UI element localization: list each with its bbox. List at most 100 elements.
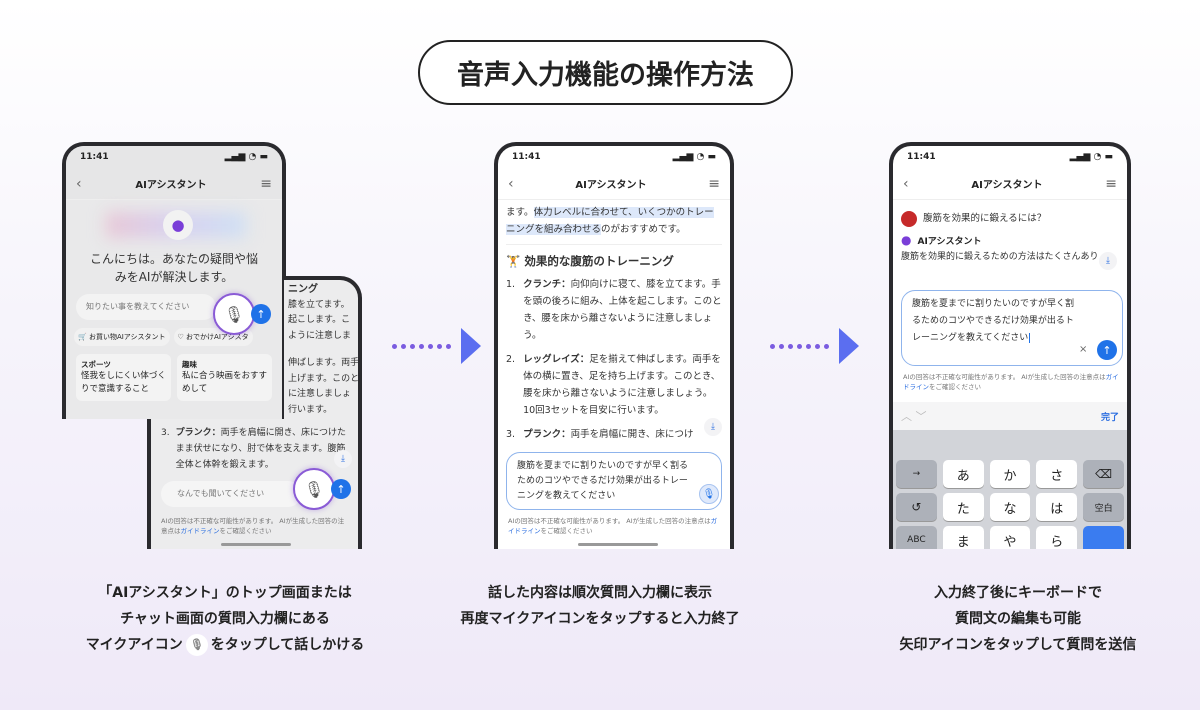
assistant-name: AIアシスタント: [917, 236, 982, 247]
key-space[interactable]: 空白: [1083, 493, 1124, 521]
list-item: 3.プランク：両手を肩幅に開き、床につけ: [506, 429, 694, 440]
input-placeholder: なんでも聞いてください: [177, 489, 265, 498]
caption-line: マイクアイコン: [85, 637, 183, 653]
download-icon[interactable]: ⤓: [704, 418, 722, 436]
line: 行います。: [288, 404, 333, 415]
phone-chat-screen: [284, 276, 362, 419]
line: 上げます。このと: [288, 373, 358, 384]
caption-line: をタップして話しかける: [210, 637, 365, 653]
caption-line: 入力終了後にキーボードで: [934, 585, 1102, 601]
suggestion-card[interactable]: 趣味私に合う映画をおすすめして: [177, 354, 272, 401]
phone-top-screen: 11:41▂▄▆ ◔ ▬ ‹AIアシスタント≡ ● こんにちは。あなたの疑問や悩…: [62, 142, 286, 419]
keyboard-toolbar: ︿ ﹀ 完了: [893, 402, 1127, 430]
phone-keyboard-edit: 11:41▂▄▆ ◔ ▬ ‹AIアシスタント≡ 腹筋を効果的に鍛えるには？ ●A…: [889, 142, 1131, 549]
key-abc[interactable]: ABC: [896, 526, 937, 549]
user-avatar: [901, 210, 917, 227]
status-time: 11:41: [907, 152, 936, 162]
item-title: プランク：: [175, 428, 221, 438]
key[interactable]: ら: [1036, 526, 1078, 549]
mic-icon: 🎙: [185, 634, 208, 656]
input-text: 腹筋を夏までに割りたいのですが早く割るためのコツやできるだけ効果が出るトレーニン…: [912, 299, 1075, 343]
greeting: こんにちは。あなたの疑問や悩みをAIが解決します。: [89, 252, 258, 284]
back-icon[interactable]: ‹: [903, 175, 909, 192]
guideline-link[interactable]: ガイドライン: [508, 517, 718, 535]
key[interactable]: →: [896, 460, 937, 488]
input-text: 腹筋を夏までに割りたいのですが早く割るためのコツやできるだけ効果が出るトレーニン…: [517, 461, 689, 501]
question-input[interactable]: 知りたい事を教えてください: [76, 294, 216, 320]
chip-shopping[interactable]: 🛒 お買い物AIアシスタント: [74, 328, 170, 346]
hero: ●: [66, 200, 282, 250]
key[interactable]: さ: [1036, 460, 1078, 488]
send-button[interactable]: ↑: [1097, 340, 1117, 360]
download-icon[interactable]: ⤓: [1099, 252, 1117, 270]
nav-title: AIアシスタント: [575, 180, 647, 191]
key[interactable]: か: [989, 460, 1031, 488]
done-button[interactable]: 完了: [1100, 412, 1119, 423]
text-cursor: [1029, 333, 1031, 343]
card-body: 私に合う映画をおすすめして: [182, 371, 268, 394]
back-icon[interactable]: ‹: [508, 175, 514, 192]
mic-button[interactable]: 🎙: [213, 293, 255, 335]
caption-line: 質問文の編集も可能: [955, 611, 1081, 627]
disclaimer: AIの回答は不正確な可能性があります。 AIが生成した回答の注意点はガイドライン…: [161, 517, 345, 535]
line: 伸ばします。両手: [288, 358, 358, 368]
caption-step-2: 話した内容は順次質問入力欄に表示 再度マイクアイコンをタップすると入力終了: [420, 580, 780, 632]
key[interactable]: や: [989, 526, 1031, 549]
line: 起こします。こ: [288, 315, 351, 325]
question-input[interactable]: なんでも聞いてください: [161, 481, 301, 507]
key[interactable]: は: [1036, 493, 1078, 521]
question-input[interactable]: 腹筋を夏までに割りたいのですが早く割るためのコツやできるだけ効果が出るトレーニン…: [506, 452, 722, 510]
mic-active-button[interactable]: 🎙: [699, 484, 719, 504]
mic-button[interactable]: 🎙: [293, 468, 335, 510]
caption-step-1: 「AIアシスタント」のトップ画面または チャット画面の質問入力欄にある マイクア…: [45, 580, 405, 658]
page-title: 音声入力機能の操作方法: [418, 40, 793, 105]
line: 膝を立てます。: [288, 299, 350, 310]
chip-label: おでかけAIアシスタ: [186, 333, 249, 341]
prev-next-icons[interactable]: ︿ ﹀: [901, 410, 927, 423]
caption-line: 話した内容は順次質問入力欄に表示: [488, 585, 712, 601]
suggestion-card[interactable]: スポーツ怪我をしにくい体づくりで意識すること: [76, 354, 171, 401]
signal-icon: ▂▄▆ ◔ ▬: [672, 152, 716, 162]
item-number: 3.: [161, 428, 170, 438]
line: ように注意しま: [288, 330, 352, 341]
phone-voice-input: 11:41▂▄▆ ◔ ▬ ‹AIアシスタント≡ ます。体力レベルに合わせて、いく…: [494, 142, 734, 549]
send-button[interactable]: ↑: [331, 479, 351, 499]
card-title: 趣味: [182, 360, 197, 369]
key-enter[interactable]: [1083, 526, 1124, 549]
menu-icon[interactable]: ≡: [260, 175, 272, 192]
list-item: 1.クランチ：向仰向けに寝て、膝を立てます。手を頭の後ろに組み、上体を起こします…: [506, 279, 722, 341]
card-title: スポーツ: [81, 360, 111, 369]
key[interactable]: ま: [942, 526, 984, 549]
download-icon[interactable]: ⤓: [334, 450, 352, 468]
line: に注意しましょ: [288, 389, 352, 399]
menu-icon[interactable]: ≡: [708, 175, 720, 192]
robot-avatar-icon: ●: [901, 233, 912, 247]
home-indicator: [578, 543, 658, 546]
item-text: 両手を肩幅に開き、床につけたまま伏せになり、肘で体を支えます。腹筋全体と体幹を鍛…: [175, 428, 346, 470]
step-arrow: [392, 328, 481, 364]
heading-fragment: ニング: [288, 284, 318, 295]
step-arrow: [770, 328, 859, 364]
robot-avatar-icon: ●: [163, 210, 193, 240]
guideline-link[interactable]: ガイドライン: [903, 373, 1119, 391]
guideline-link[interactable]: ガイドライン: [180, 527, 220, 535]
caption-line: 「AIアシスタント」のトップ画面または: [98, 585, 352, 601]
caption-step-3: 入力終了後にキーボードで 質問文の編集も可能 矢印アイコンをタップして質問を送信: [838, 580, 1198, 658]
input-placeholder: 知りたい事を教えてください: [86, 302, 190, 311]
key-undo[interactable]: ↺: [896, 493, 937, 521]
key-delete[interactable]: ⌫: [1083, 460, 1124, 488]
back-icon[interactable]: ‹: [76, 175, 82, 192]
signal-icon: ▂▄▆ ◔ ▬: [224, 152, 268, 162]
clear-button[interactable]: ×: [1079, 344, 1088, 355]
user-question: 腹筋を効果的に鍛えるには？: [923, 213, 1047, 224]
menu-icon[interactable]: ≡: [1105, 175, 1117, 192]
key[interactable]: な: [989, 493, 1031, 521]
key[interactable]: た: [942, 493, 984, 521]
list-item: 2.レッグレイズ：足を揃えて伸ばします。両手を体の横に置き、足を持ち上げます。こ…: [506, 354, 721, 416]
answer-heading: 🏋 効果的な腹筋のトレーニング: [506, 254, 674, 268]
send-button[interactable]: ↑: [251, 304, 271, 324]
question-input[interactable]: 腹筋を夏までに割りたいのですが早く割るためのコツやできるだけ効果が出るトレーニン…: [901, 290, 1123, 366]
chat-snippet: ニング 膝を立てます。 起こします。こ ように注意しま 伸ばします。両手 上げま…: [288, 282, 358, 418]
key[interactable]: あ: [942, 460, 984, 488]
answer-text: 腹筋を効果的に鍛えるための方法はたくさんあり: [901, 252, 1099, 262]
